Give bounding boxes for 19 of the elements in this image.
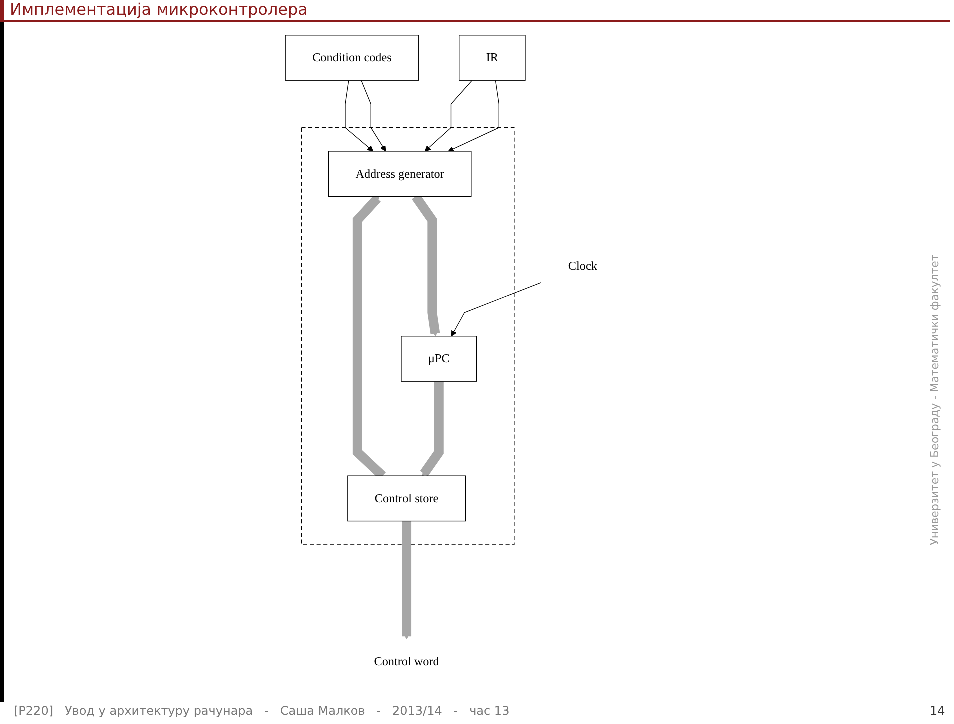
footer-text: [P220] Увод у архитектуру рачунара - Саша Малков - 2013/14 - час 13 <box>14 704 510 718</box>
arrow <box>424 80 473 152</box>
side-note: Универзитет у Београду - Математички факултет <box>928 254 942 546</box>
cluster <box>301 128 515 546</box>
arrow <box>361 80 386 152</box>
node-box: Address generator <box>328 151 472 198</box>
node-box: IR <box>459 35 526 81</box>
arrow <box>402 521 412 640</box>
node-box: Control store <box>348 476 466 522</box>
node-text: Clock <box>568 259 598 273</box>
node-text: Control word <box>374 654 440 668</box>
arrow <box>448 80 500 152</box>
arrow <box>451 282 542 337</box>
arrow <box>345 80 374 152</box>
node-box: Condition codes <box>285 35 420 81</box>
slide-title: Имплементација микроконтролера <box>0 0 950 22</box>
node-box: μPC <box>401 336 478 382</box>
arrow <box>420 382 444 477</box>
page-number: 14 <box>930 704 946 718</box>
